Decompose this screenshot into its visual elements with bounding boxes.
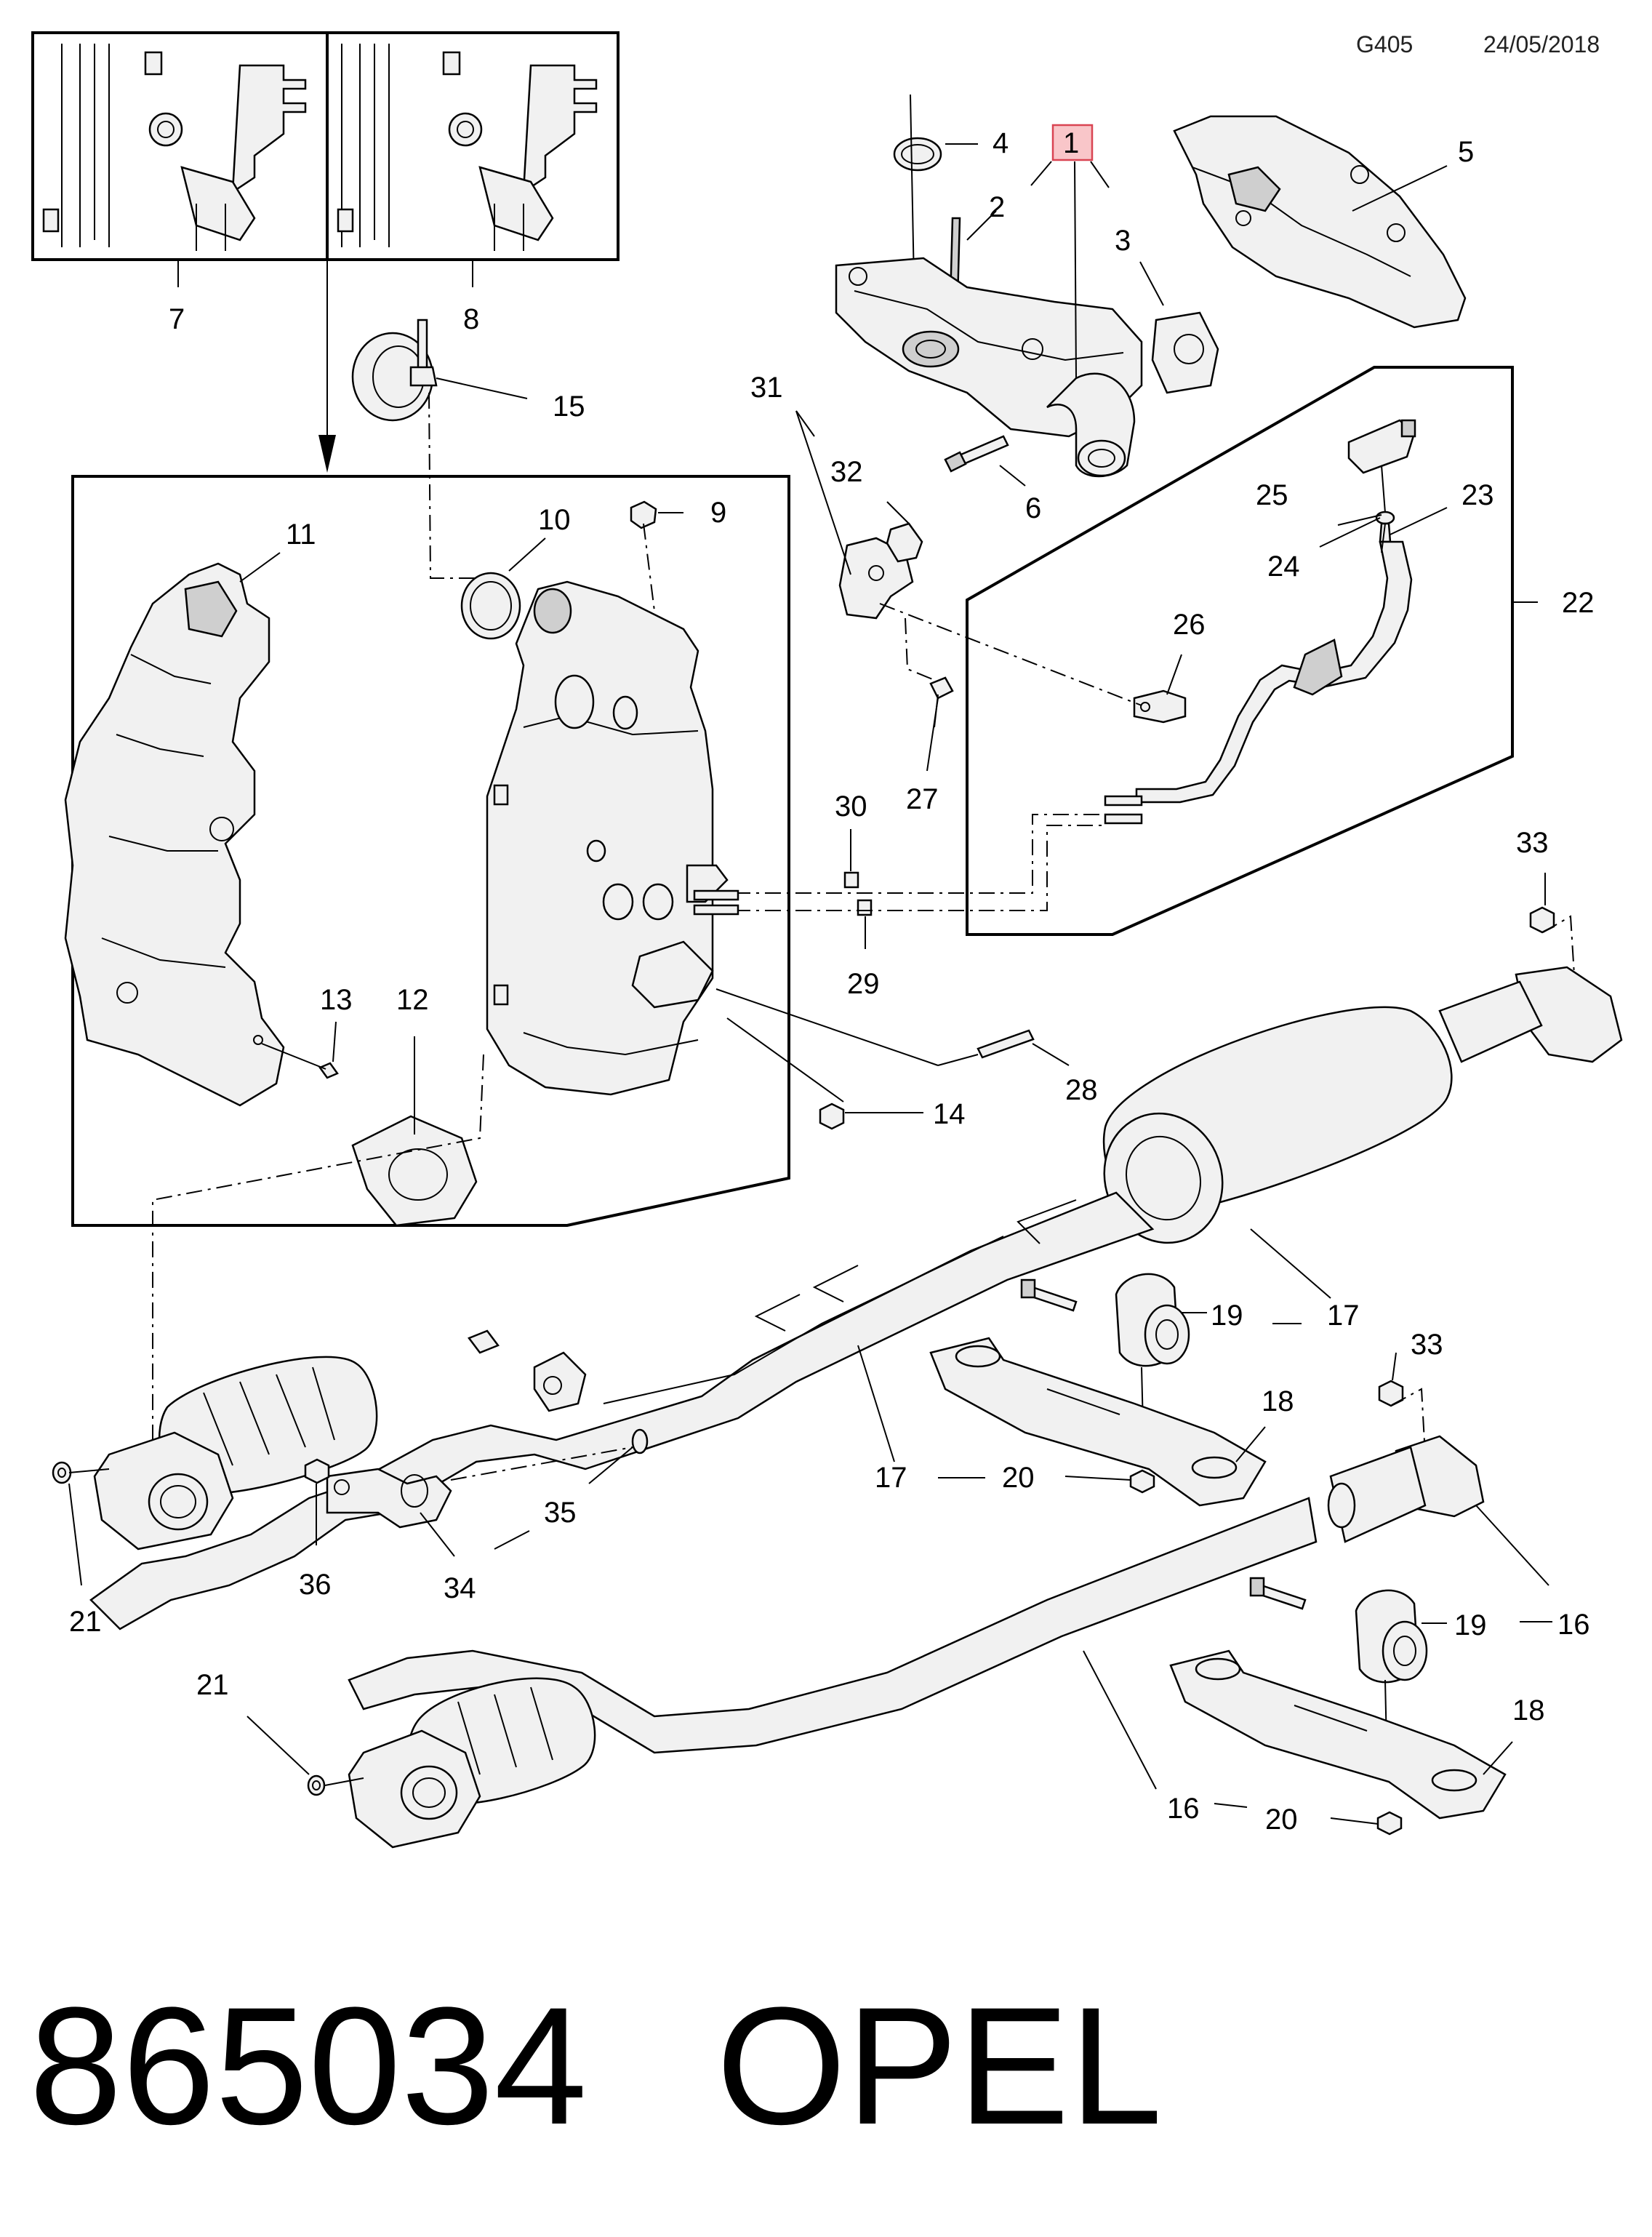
part-number: 865034: [29, 1972, 588, 2159]
inset-8-drawing: [337, 44, 598, 251]
callout-26: 26: [1173, 609, 1206, 641]
pressure-sensor-kit-22: [966, 366, 1538, 936]
callout-4: 4: [993, 127, 1009, 159]
callout-3: 3: [1115, 225, 1131, 257]
diagram-code: G405: [1356, 31, 1413, 57]
callout-35: 35: [544, 1497, 577, 1529]
hanger-bracket-lower: [1169, 1589, 1513, 1836]
callout-18-lower: 18: [1512, 1694, 1545, 1726]
callout-20-lower: 20: [1265, 1804, 1298, 1836]
callout-32: 32: [830, 456, 863, 488]
callout-2: 2: [989, 191, 1005, 223]
diagram-date: 24/05/2018: [1483, 31, 1600, 57]
callout-34: 34: [444, 1572, 476, 1604]
callout-28: 28: [1065, 1074, 1098, 1106]
exhaust-pipe-assembly-17: [89, 873, 1623, 1630]
callout-22: 22: [1562, 587, 1595, 619]
clamp-15: [351, 319, 528, 579]
callout-24: 24: [1267, 551, 1300, 583]
callout-17-left: 17: [875, 1462, 907, 1494]
callout-12: 12: [396, 984, 429, 1016]
stud-28-nut-14: [715, 988, 1070, 1130]
inset-variants-7-8: [31, 31, 620, 473]
callout-11: 11: [286, 519, 316, 551]
callout-33-lower: 33: [1411, 1329, 1443, 1361]
callout-13: 13: [320, 984, 353, 1016]
callout-27: 27: [906, 783, 939, 815]
callout-16-bottom: 16: [1167, 1793, 1200, 1825]
callout-20-upper: 20: [1002, 1462, 1035, 1494]
inset-7-drawing: [42, 44, 307, 251]
callout-7: 7: [169, 303, 185, 335]
dpf-catalytic-converter-group: [64, 475, 790, 1454]
callout-29: 29: [847, 968, 880, 1000]
callout-1: 1: [1063, 127, 1079, 159]
callout-10: 10: [538, 504, 571, 536]
callout-23: 23: [1461, 479, 1494, 511]
callout-15: 15: [553, 391, 585, 423]
callout-25: 25: [1256, 479, 1288, 511]
callout-36: 36: [299, 1569, 332, 1601]
callout-17-right: 17: [1327, 1300, 1360, 1332]
brand-name: OPEL: [716, 1972, 1163, 2159]
callout-5: 5: [1458, 136, 1474, 168]
callout-14: 14: [933, 1098, 966, 1130]
callout-6: 6: [1025, 492, 1041, 524]
callout-30: 30: [835, 791, 867, 823]
washer-21-lower: [246, 1716, 364, 1796]
callout-33-top: 33: [1516, 827, 1549, 859]
exhaust-pipe-assembly-16: [348, 1352, 1552, 1849]
callout-18-upper: 18: [1262, 1385, 1294, 1417]
callout-9: 9: [710, 497, 726, 529]
callout-8: 8: [463, 303, 479, 335]
callout-19-lower: 19: [1454, 1609, 1487, 1641]
callout-21-lower: 21: [196, 1669, 229, 1701]
callout-19-upper: 19: [1211, 1300, 1243, 1332]
callout-1-highlight: [1051, 124, 1094, 161]
hanger-bracket-upper: [929, 1273, 1267, 1507]
callout-21-upper: 21: [69, 1606, 102, 1638]
sensor-bracket-31: [795, 410, 1142, 772]
exhaust-manifold-group: [835, 94, 1467, 487]
callout-31: 31: [750, 372, 783, 404]
sensor-34-fasteners: [52, 1428, 649, 1586]
hose-clips-29-30: [734, 814, 1102, 949]
callout-16-right: 16: [1557, 1609, 1590, 1641]
